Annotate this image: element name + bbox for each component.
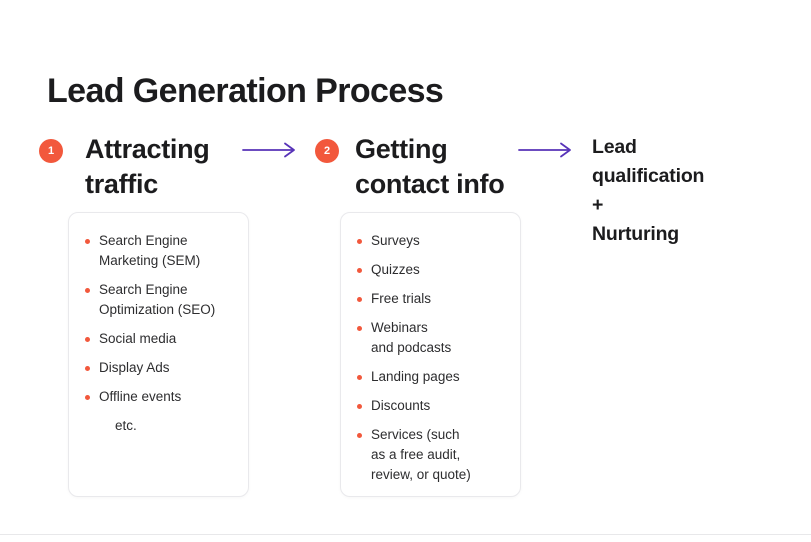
- list-item: Search Engine Marketing (SEM): [85, 231, 238, 271]
- list-item-text: Quizzes: [371, 262, 420, 277]
- step-1-card: Search Engine Marketing (SEM) Search Eng…: [68, 212, 249, 497]
- list-item: Surveys: [357, 231, 510, 251]
- list-item: Discounts: [357, 396, 510, 416]
- bullet-icon: [85, 337, 90, 342]
- arrow-right-icon: [242, 142, 295, 158]
- bullet-icon: [357, 297, 362, 302]
- list-item-text: Services (such as a free audit, review, …: [371, 427, 471, 482]
- outcome-line: qualification: [592, 165, 705, 187]
- outcome-line: Nurturing: [592, 223, 680, 245]
- bullet-icon: [85, 366, 90, 371]
- step-1-list: Search Engine Marketing (SEM) Search Eng…: [69, 213, 248, 407]
- bullet-icon: [85, 395, 90, 400]
- list-item: Search Engine Optimization (SEO): [85, 280, 238, 320]
- bullet-icon: [357, 326, 362, 331]
- bullet-icon: [357, 239, 362, 244]
- list-item: Landing pages: [357, 367, 510, 387]
- outcome-text: Lead qualification + Nurturing: [592, 133, 704, 249]
- bullet-icon: [357, 404, 362, 409]
- step-1-number: 1: [47, 145, 55, 157]
- list-item: Offline events: [85, 387, 238, 407]
- step-1-title: Attracting traffic: [85, 134, 210, 199]
- step-2-number: 2: [323, 145, 331, 157]
- bullet-icon: [85, 239, 90, 244]
- list-item: Webinars and podcasts: [357, 318, 510, 358]
- bullet-icon: [357, 268, 362, 273]
- list-item: Display Ads: [85, 358, 238, 378]
- step-2-title: Getting contact info: [355, 134, 505, 199]
- bullet-icon: [357, 375, 362, 380]
- arrow-right-icon: [518, 142, 571, 158]
- list-item-text: Search Engine Optimization (SEO): [99, 282, 216, 317]
- outcome-line: Lead: [592, 136, 637, 158]
- step-2-card: Surveys Quizzes Free trials Webinars and…: [340, 212, 521, 497]
- list-item-text: Free trials: [371, 291, 432, 306]
- list-item: Services (such as a free audit, review, …: [357, 425, 510, 485]
- bottom-divider: [0, 534, 811, 535]
- list-item-text: Webinars and podcasts: [371, 320, 452, 355]
- list-item-text: Landing pages: [371, 369, 460, 384]
- list-item: Social media: [85, 329, 238, 349]
- step-2-number-badge: 2: [315, 139, 339, 163]
- page-title: Lead Generation Process: [47, 71, 444, 110]
- list-item-text: Display Ads: [99, 360, 170, 375]
- step-2-list: Surveys Quizzes Free trials Webinars and…: [341, 213, 520, 485]
- list-item-text: Offline events: [99, 389, 182, 404]
- list-item-text: Discounts: [371, 398, 431, 413]
- outcome-line: +: [592, 194, 604, 216]
- bullet-icon: [357, 433, 362, 438]
- bullet-icon: [85, 288, 90, 293]
- step-1-number-badge: 1: [39, 139, 63, 163]
- list-item-text: Surveys: [371, 233, 420, 248]
- list-item-text: Social media: [99, 331, 177, 346]
- list-item: Free trials: [357, 289, 510, 309]
- etc-footnote: etc.: [115, 418, 137, 433]
- list-item-text: Search Engine Marketing (SEM): [99, 233, 201, 268]
- list-item: Quizzes: [357, 260, 510, 280]
